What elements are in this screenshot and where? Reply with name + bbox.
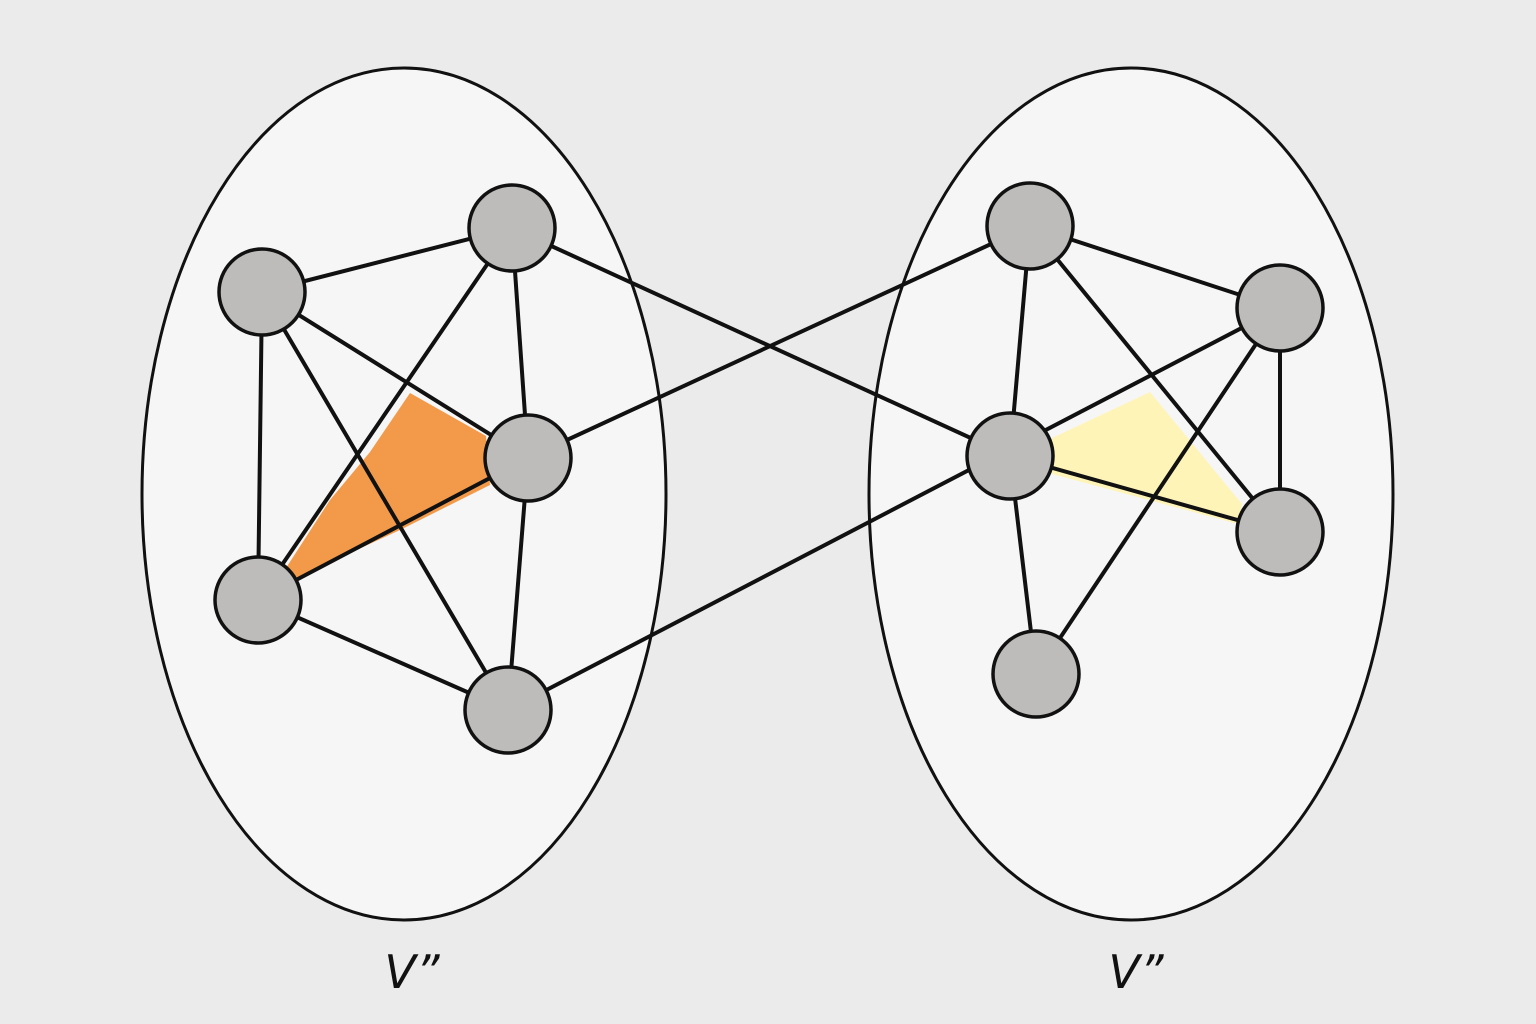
node-L2 <box>467 183 557 273</box>
edge-L3-R1 <box>526 224 1032 460</box>
node-L1 <box>217 247 307 337</box>
node-R1 <box>985 181 1075 271</box>
node-R4 <box>965 411 1055 501</box>
node-R3 <box>1235 487 1325 577</box>
edge-R2-R5 <box>1034 306 1282 676</box>
edge-L1-L4 <box>256 290 264 602</box>
edge-L2-L4 <box>256 226 514 602</box>
node-L4 <box>213 555 303 645</box>
node-L5 <box>463 665 553 755</box>
left-set-label: V” <box>384 945 440 999</box>
right-set-label: V” <box>1108 945 1164 999</box>
highlighted-faces-layer <box>286 392 1242 578</box>
edge-L4-L5 <box>256 598 510 712</box>
node-R5 <box>991 629 1081 719</box>
edge-L1-L5 <box>260 290 510 712</box>
edge-L1-L3 <box>260 290 530 460</box>
highlighted-face-right <box>1052 392 1242 524</box>
edge-L3-L4 <box>256 456 530 602</box>
edge-R1-R3 <box>1028 224 1282 534</box>
node-L3 <box>483 413 573 503</box>
edge-L2-R4 <box>510 226 1012 458</box>
edge-R3-R4 <box>1008 454 1282 534</box>
highlighted-face-left <box>286 393 490 578</box>
nodes-layer <box>213 181 1325 755</box>
node-R2 <box>1235 263 1325 353</box>
